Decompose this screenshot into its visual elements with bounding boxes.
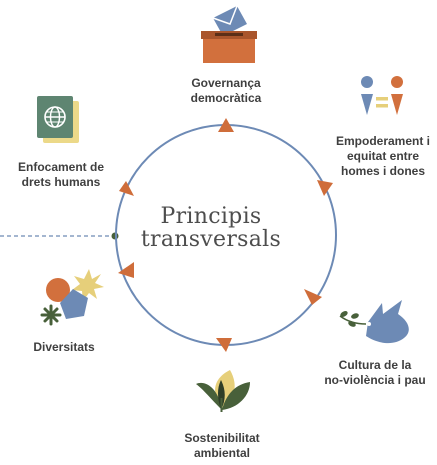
leaf-sprout-icon — [196, 370, 250, 412]
label-governanca-line2: democràtica — [190, 91, 262, 105]
label-governanca: Governança democràtica — [170, 76, 282, 106]
cycle-arrow — [304, 289, 322, 305]
label-drets-line1: Enfocament de — [17, 160, 104, 174]
passport-icon — [37, 96, 79, 143]
label-empoderament-line1: Empoderament i — [335, 134, 431, 148]
center-title-line1: Principis — [160, 204, 262, 229]
cycle-arrow — [317, 180, 333, 196]
label-empoderament: Empoderament i equitat entre homes i don… — [328, 134, 437, 179]
label-cultura-line1: Cultura de la — [338, 358, 412, 372]
connector-dot — [111, 232, 119, 240]
ballot-box-icon — [201, 5, 257, 63]
center-title: Principis transversals — [136, 205, 286, 251]
label-sostenibilitat: Sostenibilitat ambiental — [166, 431, 278, 461]
label-sostenibilitat-line2: ambiental — [193, 446, 250, 460]
label-diversitats: Diversitats — [14, 340, 114, 355]
cycle-arrow — [216, 338, 232, 352]
people-equality-icon — [361, 76, 403, 115]
dove-icon — [339, 300, 409, 344]
label-cultura-line2: no-violència i pau — [324, 373, 426, 387]
label-governanca-line1: Governança — [191, 76, 261, 90]
label-sostenibilitat-line1: Sostenibilitat — [184, 431, 260, 445]
center-title-line2: transversals — [140, 227, 282, 252]
diversity-shapes-icon — [40, 269, 104, 326]
label-diversitats-line1: Diversitats — [33, 340, 95, 354]
cycle-arrow — [119, 181, 134, 196]
cycle-arrow — [218, 118, 234, 132]
label-empoderament-line2: equitat entre — [346, 149, 419, 163]
label-drets-line2: drets humans — [21, 175, 101, 189]
cycle-arrow — [118, 262, 134, 278]
label-empoderament-line3: homes i dones — [340, 164, 426, 178]
label-drets: Enfocament de drets humans — [6, 160, 116, 190]
label-cultura: Cultura de la no-violència i pau — [314, 358, 436, 388]
